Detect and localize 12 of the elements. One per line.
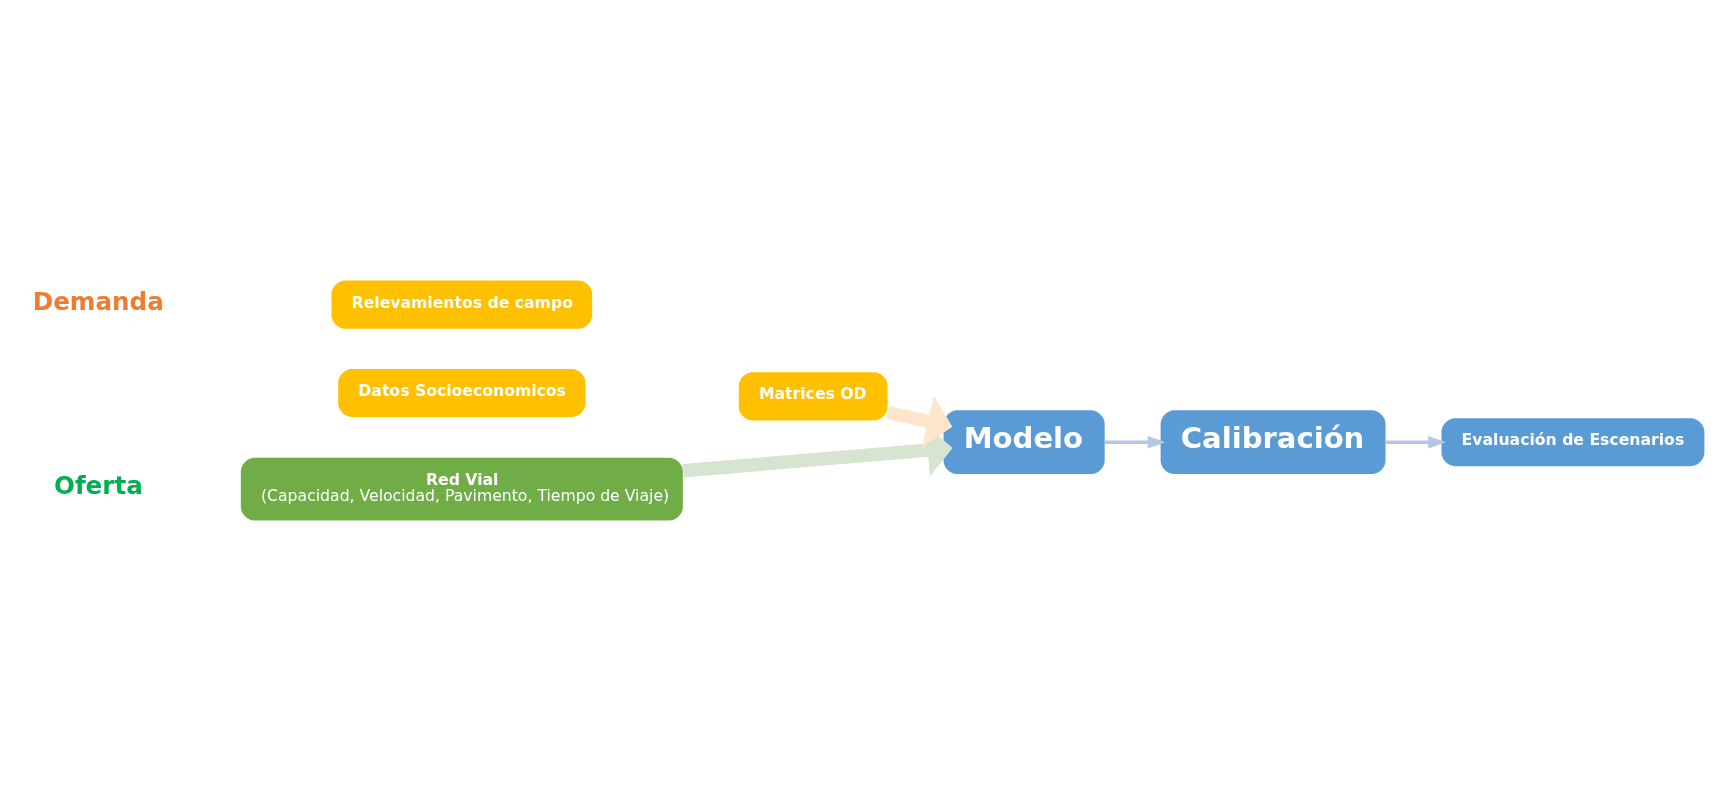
arrow <box>1105 435 1166 449</box>
arrow <box>1385 435 1447 449</box>
label: Oferta <box>53 471 143 501</box>
node-box: Modelo <box>943 410 1105 475</box>
node-box: Evaluación de Escenarios <box>1441 418 1705 467</box>
node-box: Red Vial (Capacidad, Velocidad, Pavimento, Tiempo de Viaje) <box>240 457 683 521</box>
arrow <box>886 395 953 447</box>
label: Demanda <box>32 286 164 316</box>
node-box: Datos Socioeconomicos <box>338 368 586 417</box>
node-box: Calibración <box>1160 410 1386 475</box>
node-box: Relevamientos de campo <box>331 280 593 329</box>
node-box: Matrices OD <box>738 372 888 421</box>
